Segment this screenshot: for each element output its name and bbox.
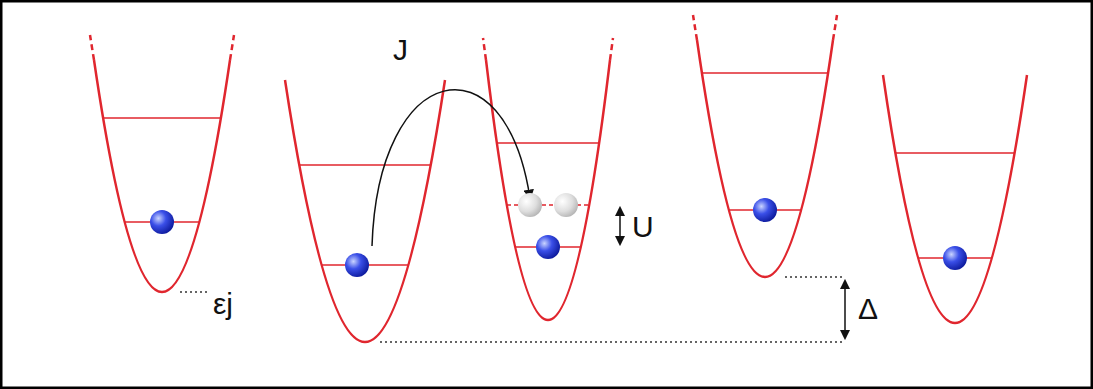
atom [150, 210, 174, 234]
interaction-label: U [632, 212, 654, 242]
energy-level [299, 164, 431, 166]
tunneling-label: J [393, 35, 408, 65]
atom [345, 253, 369, 277]
virtual-atom [554, 193, 578, 217]
offset-leader [180, 291, 207, 293]
atom [943, 246, 967, 270]
well-dashed-top [483, 38, 613, 60]
atoms [150, 193, 967, 277]
arrows [372, 90, 845, 338]
disorder-reference [785, 276, 842, 278]
well [486, 60, 610, 320]
well [697, 40, 833, 277]
energy-level [702, 72, 828, 74]
well [883, 75, 1027, 323]
reference-lines [180, 277, 842, 342]
tunneling-arrow [372, 90, 530, 246]
atom [536, 235, 560, 259]
energy-level [497, 142, 599, 144]
disorder-reference [380, 341, 842, 343]
well [285, 80, 445, 342]
virtual-atom [518, 193, 542, 217]
energy-level [103, 117, 221, 119]
energy-level [895, 152, 1015, 154]
disorder-label: Δ [858, 294, 878, 324]
interaction-arrow [619, 208, 621, 244]
potential-wells [90, 15, 1027, 342]
offset-label: εj [213, 289, 233, 319]
well-dashed-top [693, 15, 837, 40]
well-dashed-top [90, 35, 234, 60]
disorder-arrow [844, 281, 846, 338]
well [94, 60, 230, 292]
atom [753, 198, 777, 222]
